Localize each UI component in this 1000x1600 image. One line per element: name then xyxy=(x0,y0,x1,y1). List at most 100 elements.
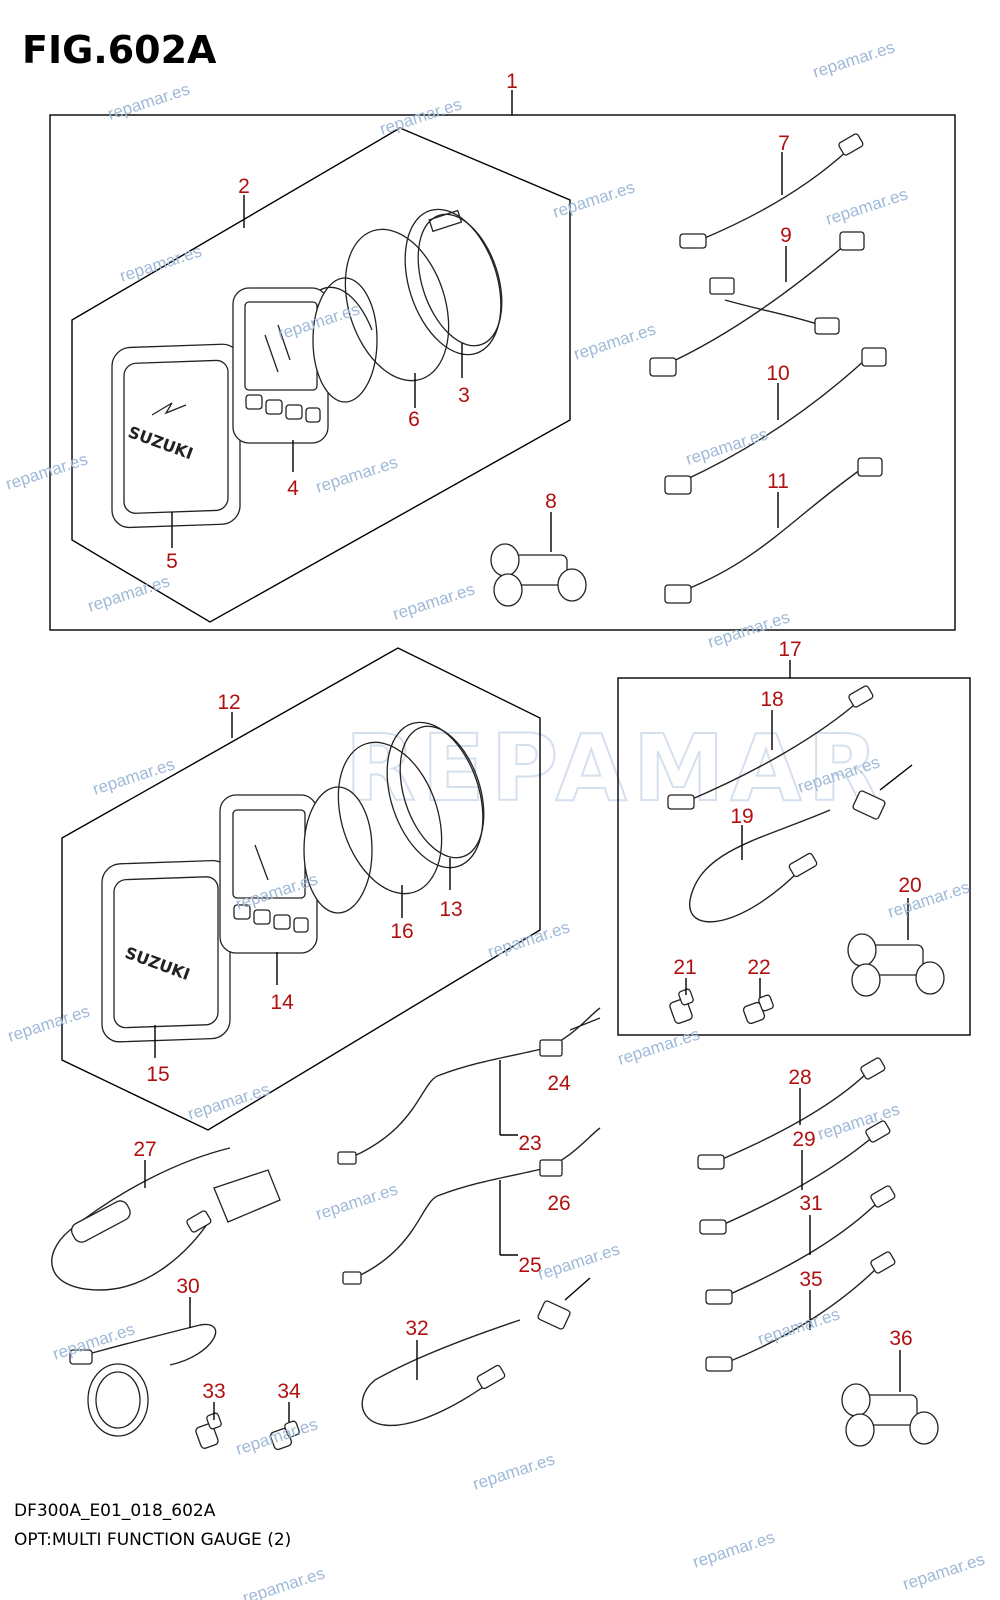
callout-11: 11 xyxy=(767,470,789,493)
cable-29 xyxy=(699,1120,891,1235)
watermark: repamar.es xyxy=(683,424,770,468)
watermark: repamar.es xyxy=(313,452,400,496)
watermark: repamar.es xyxy=(470,1449,557,1493)
sensor-cable-19 xyxy=(689,764,913,923)
group-1-frame xyxy=(49,114,956,631)
extension-cable-11 xyxy=(664,457,883,604)
callout-34: 34 xyxy=(277,1380,301,1403)
watermark: repamar.es xyxy=(390,579,477,623)
watermark: repamar.es xyxy=(485,917,572,961)
callout-29: 29 xyxy=(792,1128,815,1151)
callout-30: 30 xyxy=(176,1275,199,1298)
watermark: repamar.es xyxy=(313,1179,400,1223)
callout-36: 36 xyxy=(889,1327,912,1350)
figure-description: OPT:MULTI FUNCTION GAUGE (2) xyxy=(14,1530,292,1550)
callout-19: 19 xyxy=(730,805,753,828)
callout-12: 12 xyxy=(217,691,240,714)
harness-9 xyxy=(649,231,865,377)
gps-antenna-30 xyxy=(69,1297,217,1437)
sensor-27 xyxy=(51,1147,281,1291)
callout-33: 33 xyxy=(202,1380,225,1403)
kit-outline-2 xyxy=(71,127,571,623)
callout-32: 32 xyxy=(405,1317,428,1340)
callout-7: 7 xyxy=(778,132,790,155)
callout-3: 3 xyxy=(458,384,470,407)
watermark: repamar.es xyxy=(815,1099,902,1143)
t-connector-8 xyxy=(490,512,587,607)
t-connector-36 xyxy=(841,1350,939,1447)
watermark: repamar.es xyxy=(233,1414,320,1458)
cable-28 xyxy=(697,1057,886,1170)
callout-28: 28 xyxy=(788,1066,811,1089)
watermark: repamar.es xyxy=(3,449,90,493)
callout-18: 18 xyxy=(760,688,783,711)
callout-4: 4 xyxy=(287,477,299,500)
watermark: repamar.es xyxy=(690,1527,777,1571)
cable-31 xyxy=(705,1185,896,1305)
extension-cable-10 xyxy=(664,347,887,495)
o-ring-6 xyxy=(344,228,450,382)
group-12: SUZUKI xyxy=(61,647,541,1131)
watermark: repamar.es xyxy=(5,1001,92,1045)
kit-outline-12 xyxy=(61,647,541,1131)
t-connector-20 xyxy=(847,898,945,997)
callout-31: 31 xyxy=(799,1192,822,1215)
callout-16: 16 xyxy=(390,920,413,943)
watermark: repamar.es xyxy=(550,177,637,221)
watermark: repamar.es xyxy=(535,1239,622,1283)
callout-26: 26 xyxy=(547,1192,570,1215)
terminator-21 xyxy=(669,978,694,1024)
callout-17: 17 xyxy=(778,638,801,661)
terminator-22 xyxy=(742,978,774,1025)
sensor-cable-32 xyxy=(361,1277,591,1427)
backbone-cable-7 xyxy=(679,133,864,249)
cable-35 xyxy=(705,1251,896,1372)
callout-15: 15 xyxy=(146,1063,169,1086)
group-17-frame xyxy=(617,677,971,1036)
callout-1: 1 xyxy=(506,70,518,93)
lock-nut-3 xyxy=(404,208,503,356)
o-ring-16 xyxy=(337,741,443,895)
watermark: repamar.es xyxy=(240,1563,327,1600)
cable-18 xyxy=(667,685,874,810)
terminator-34 xyxy=(269,1402,300,1451)
callout-20: 20 xyxy=(898,874,921,897)
callout-35: 35 xyxy=(799,1268,822,1291)
watermark: repamar.es xyxy=(755,1304,842,1348)
bezel-cover-5: SUZUKI xyxy=(111,343,241,529)
group-1: SUZUKI xyxy=(49,90,956,631)
watermark: repamar.es xyxy=(810,37,897,81)
gauge-unit-4 xyxy=(232,277,378,444)
repamar-logo-watermark: REPAMAR xyxy=(344,714,884,823)
watermark: repamar.es xyxy=(105,79,192,123)
callout-10: 10 xyxy=(766,362,789,385)
callout-numbers: 1 2 3 4 5 6 7 8 9 10 11 12 13 14 15 16 1… xyxy=(133,70,921,1403)
figure-code: DF300A_E01_018_602A xyxy=(14,1501,216,1521)
callout-9: 9 xyxy=(780,224,792,247)
callout-21: 21 xyxy=(673,956,696,979)
terminator-33 xyxy=(195,1402,222,1449)
callout-24: 24 xyxy=(547,1072,571,1095)
callout-27: 27 xyxy=(133,1138,156,1161)
logo-watermark-text: REPAMAR xyxy=(345,715,884,822)
watermark: repamar.es xyxy=(117,241,204,285)
watermark: repamar.es xyxy=(823,184,910,228)
watermark: repamar.es xyxy=(571,319,658,363)
gauge-unit-14 xyxy=(219,786,373,954)
group-17 xyxy=(617,660,971,1036)
callout-13: 13 xyxy=(439,898,462,921)
watermark: repamar.es xyxy=(50,1319,137,1363)
watermark: repamar.es xyxy=(85,571,172,615)
callout-8: 8 xyxy=(545,490,557,513)
lock-nut-13 xyxy=(386,721,485,869)
bezel-cover-15: SUZUKI xyxy=(101,859,231,1043)
figure-title: FIG.602A xyxy=(22,28,217,72)
watermark: repamar.es xyxy=(90,754,177,798)
callout-6: 6 xyxy=(408,408,420,431)
callout-5: 5 xyxy=(166,550,178,573)
callout-23: 23 xyxy=(518,1132,541,1155)
callout-14: 14 xyxy=(270,991,294,1014)
watermark: repamar.es xyxy=(615,1024,702,1068)
watermark: repamar.es xyxy=(900,1549,987,1593)
